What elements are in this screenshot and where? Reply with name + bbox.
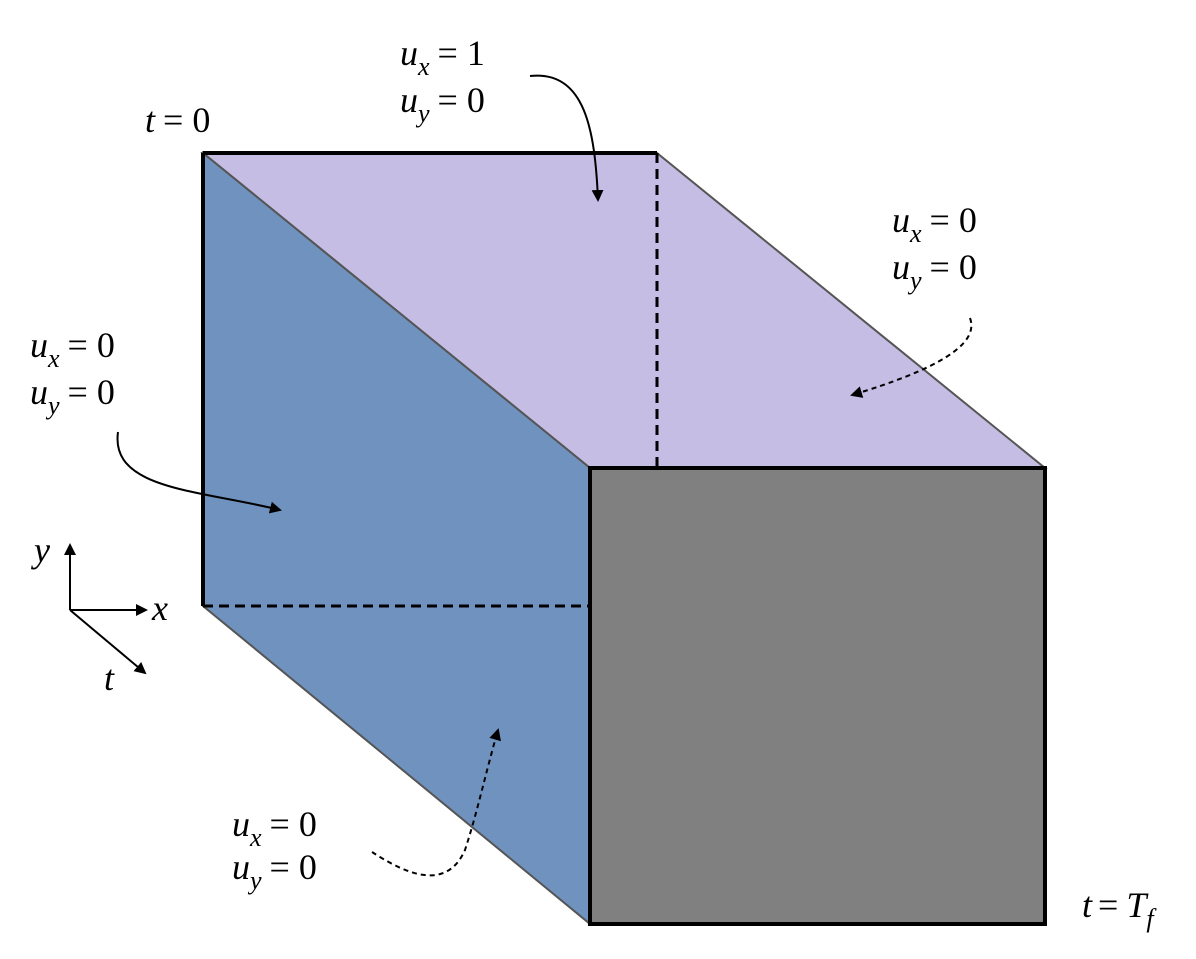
y-axis-label: y (31, 530, 50, 570)
top-boundary-condition: ux= 1 uy= 0 (400, 33, 485, 128)
coordinate-axes: y x t (31, 530, 168, 698)
t-start-label: t= 0 (145, 100, 210, 140)
bottom-bc-arrow (371, 728, 501, 877)
bottom-bc-line2: uy= 0 (232, 847, 317, 895)
top-bc-arrow (529, 74, 604, 202)
t-end-label: t=Tf (1082, 885, 1157, 933)
bottom-bc-line1: ux= 0 (232, 804, 317, 852)
front-face (588, 466, 1047, 926)
t-axis-label: t (104, 658, 115, 698)
right-bc-arrow (850, 317, 973, 398)
right-boundary-condition: ux= 0 uy= 0 (892, 200, 977, 295)
top-bc-line2: uy= 0 (400, 80, 485, 128)
left-boundary-condition: ux= 0 uy= 0 (30, 325, 115, 420)
right-bc-line1: ux= 0 (892, 200, 977, 248)
left-bc-line2: uy= 0 (30, 372, 115, 420)
top-bc-line1: ux= 1 (400, 33, 485, 81)
left-bc-line1: ux= 0 (30, 325, 115, 373)
bottom-boundary-condition: ux= 0 uy= 0 (232, 804, 317, 895)
right-bc-line2: uy= 0 (892, 247, 977, 295)
left-bc-arrow (116, 431, 282, 514)
t-axis-arrow (69, 609, 147, 675)
x-axis-label: x (151, 588, 168, 628)
